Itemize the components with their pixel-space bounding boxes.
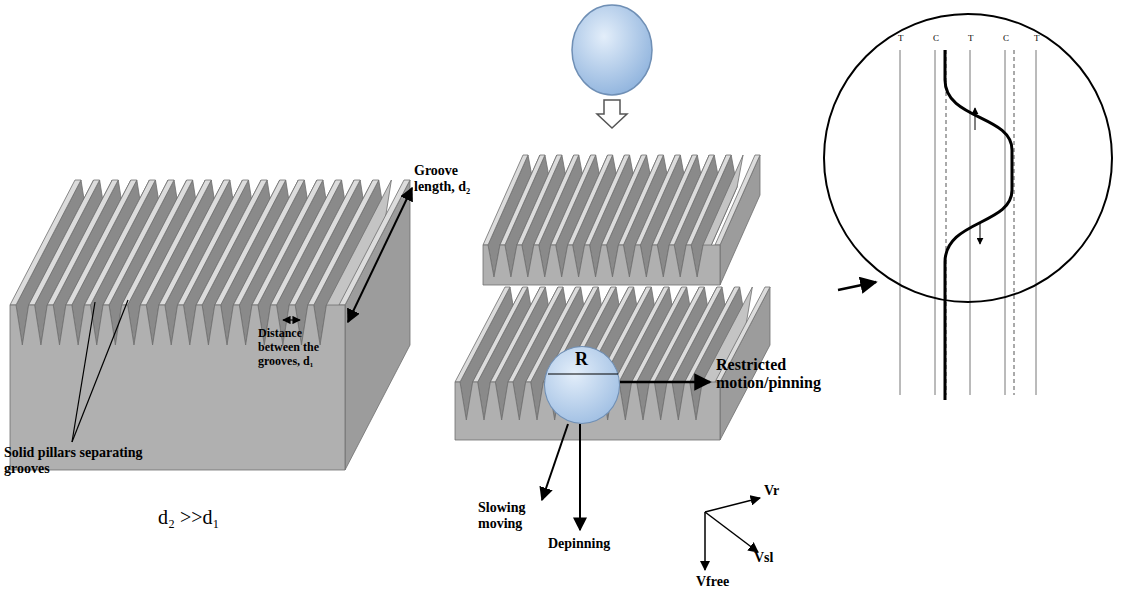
block-face	[196, 180, 267, 305]
zoom-arrow	[838, 282, 876, 290]
droplet: R	[544, 346, 620, 424]
velocity-label: Vr	[764, 483, 779, 499]
hollow-arrow	[597, 100, 627, 128]
velocity-vector	[705, 512, 758, 552]
block-face	[308, 180, 379, 305]
block-face	[715, 155, 760, 245]
motion-label: Restricted motion/pinning	[716, 356, 846, 393]
motion-label: Slowing moving	[478, 500, 548, 532]
zoom-circle: TCTCT	[823, 13, 1113, 303]
block-face	[66, 180, 137, 305]
line-letter: T	[968, 33, 974, 43]
radius-label: R	[575, 349, 588, 370]
velocity-vector	[705, 498, 760, 512]
block-face	[47, 180, 118, 305]
dimension-label: Groove length, d₂	[414, 163, 486, 195]
block-face	[140, 180, 211, 305]
block-face	[271, 180, 342, 305]
block-face	[29, 180, 100, 305]
block-face	[10, 180, 81, 305]
line-letter: C	[933, 33, 939, 43]
velocity-label: Vsl	[754, 550, 773, 566]
line-letter: C	[1003, 33, 1009, 43]
part-label: Solid pillars separating grooves	[4, 445, 144, 477]
block-face	[215, 180, 286, 305]
dimension-arrow	[348, 188, 412, 322]
relation-label: d₂ >>d₁	[158, 506, 248, 529]
line-letter: T	[898, 33, 904, 43]
line-letter: T	[1034, 33, 1040, 43]
leader-line	[72, 302, 95, 442]
droplet	[572, 5, 652, 95]
block-face	[339, 180, 410, 305]
pointer-arrow	[620, 381, 710, 384]
block-face	[103, 180, 174, 305]
block-face	[483, 245, 720, 285]
motion-label: Depinning	[548, 536, 638, 552]
block-face	[233, 180, 304, 305]
leader-line	[72, 300, 128, 442]
velocity-label: Vfree	[696, 574, 729, 590]
pointer-arrow	[579, 424, 581, 530]
block-face	[252, 180, 323, 305]
dimension-label: Distance between the grooves, d₁	[258, 327, 336, 368]
dimension-arrow	[283, 319, 300, 320]
velocity-vector	[704, 512, 706, 570]
contact-line-detail	[900, 50, 1036, 400]
pointer-arrow	[542, 424, 568, 500]
block-face	[178, 180, 249, 305]
grooved-surface	[10, 155, 770, 470]
block-face	[84, 180, 155, 305]
block-face	[122, 180, 193, 305]
block-face	[159, 180, 230, 305]
